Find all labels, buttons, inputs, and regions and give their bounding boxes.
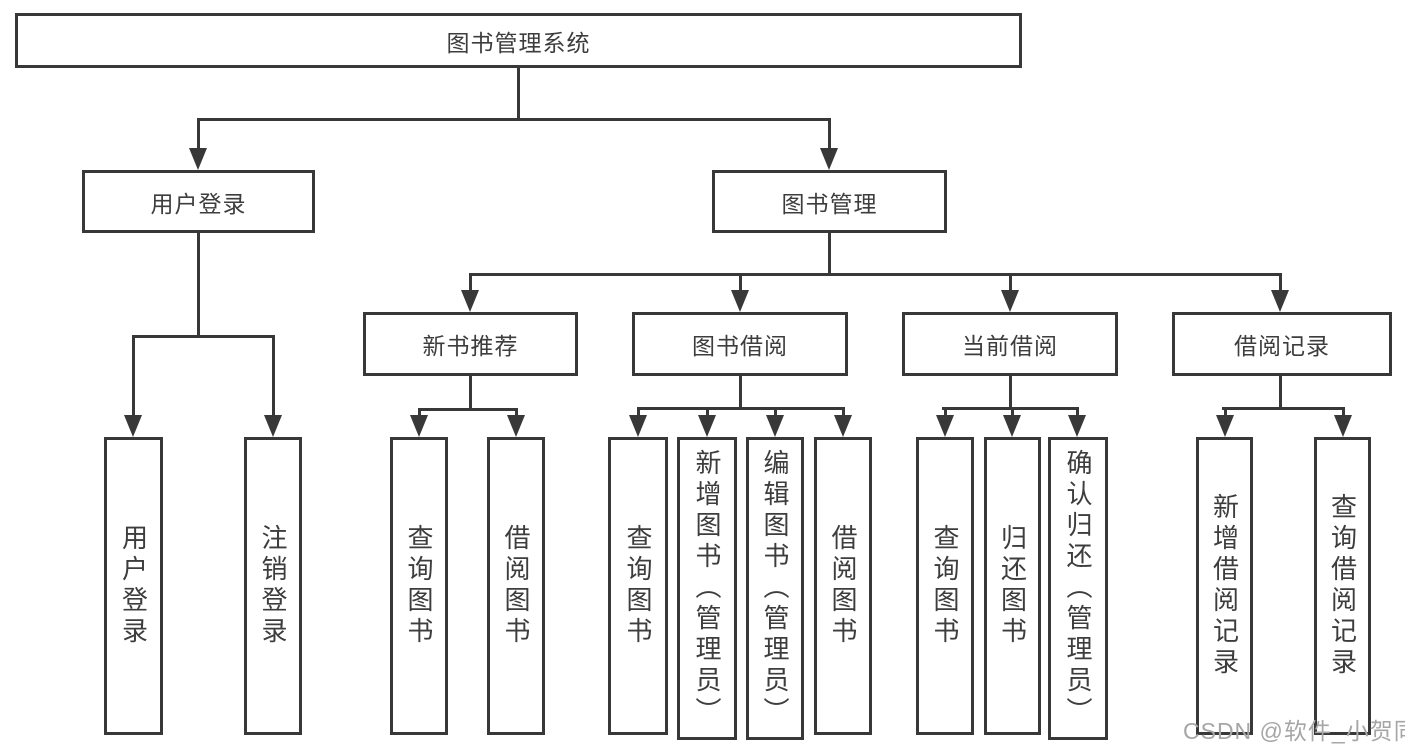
connector-line — [841, 407, 845, 419]
leaf-add-book-admin: 新增图书（管理员） — [677, 437, 737, 740]
connector-line — [773, 407, 777, 419]
arrow-down-icon — [461, 290, 479, 312]
node-book-management: 图书管理 — [712, 170, 947, 233]
arrow-down-icon — [1003, 415, 1021, 437]
connector-line — [941, 407, 1079, 410]
leaf-return-book: 归还图书 — [984, 437, 1041, 735]
connector-line — [1010, 407, 1014, 419]
leaf-add-borrow-record: 新增借阅记录 — [1196, 437, 1253, 735]
arrow-down-icon — [629, 415, 647, 437]
connector-line — [943, 407, 947, 419]
connector-line — [468, 374, 472, 410]
node-current-borrowing: 当前借阅 — [902, 312, 1118, 376]
connector-line — [196, 233, 200, 337]
leaf-query-books-recommend: 查询图书 — [390, 437, 448, 735]
leaf-borrow-books-borrowing: 借阅图书 — [814, 437, 872, 735]
connector-line — [516, 68, 520, 118]
arrow-down-icon — [936, 415, 954, 437]
leaf-query-borrow-record: 查询借阅记录 — [1314, 437, 1371, 735]
connector-line — [1008, 374, 1012, 409]
arrow-down-icon — [1216, 415, 1234, 437]
connector-line — [827, 233, 831, 275]
connector-line — [417, 408, 518, 411]
connector-line — [468, 273, 1282, 276]
connector-line — [1341, 407, 1345, 419]
arrow-down-icon — [410, 415, 428, 437]
connector-line — [1278, 273, 1282, 293]
connector-line — [1008, 273, 1012, 293]
connector-line — [705, 407, 709, 419]
connector-line — [468, 273, 472, 293]
node-borrowing-records: 借阅记录 — [1172, 312, 1392, 376]
connector-line — [738, 374, 742, 409]
leaf-query-books-current: 查询图书 — [916, 437, 974, 735]
arrow-down-icon — [766, 415, 784, 437]
node-new-book-recommendation: 新书推荐 — [363, 312, 578, 376]
csdn-watermark: CSDN @软件_小贺同学 — [1183, 718, 1405, 744]
arrow-down-icon — [698, 415, 716, 437]
connector-line — [417, 408, 421, 420]
arrow-down-icon — [1271, 290, 1289, 312]
arrow-down-icon — [507, 415, 525, 437]
connector-line — [131, 335, 275, 338]
leaf-logout-login: 注销登录 — [244, 437, 302, 735]
connector-line — [196, 118, 831, 121]
arrow-down-icon — [731, 290, 749, 312]
node-book-borrowing: 图书借阅 — [632, 312, 848, 376]
connector-line — [1278, 374, 1282, 409]
leaf-edit-book-admin: 编辑图书（管理员） — [746, 437, 804, 740]
node-user-login: 用户登录 — [82, 170, 315, 233]
connector-line — [514, 408, 518, 420]
connector-line — [827, 118, 831, 152]
leaf-borrow-books-recommend: 借阅图书 — [487, 437, 545, 735]
connector-line — [636, 407, 845, 410]
connector-line — [1223, 407, 1227, 419]
arrow-down-icon — [820, 148, 838, 170]
leaf-query-books-borrowing: 查询图书 — [608, 437, 668, 735]
connector-line — [196, 118, 200, 152]
connector-line — [1075, 407, 1079, 419]
connector-line — [738, 273, 742, 293]
arrow-down-icon — [834, 415, 852, 437]
arrow-down-icon — [1001, 290, 1019, 312]
connector-line — [636, 407, 640, 419]
arrow-down-icon — [124, 415, 142, 437]
leaf-confirm-return-admin: 确认归还（管理员） — [1048, 437, 1108, 740]
connector-line — [271, 335, 275, 417]
arrow-down-icon — [1334, 415, 1352, 437]
connector-line — [1221, 407, 1345, 410]
arrow-down-icon — [1068, 415, 1086, 437]
node-library-system: 图书管理系统 — [15, 13, 1022, 68]
leaf-user-login: 用户登录 — [104, 437, 163, 735]
connector-line — [131, 335, 135, 417]
arrow-down-icon — [264, 415, 282, 437]
arrow-down-icon — [189, 148, 207, 170]
